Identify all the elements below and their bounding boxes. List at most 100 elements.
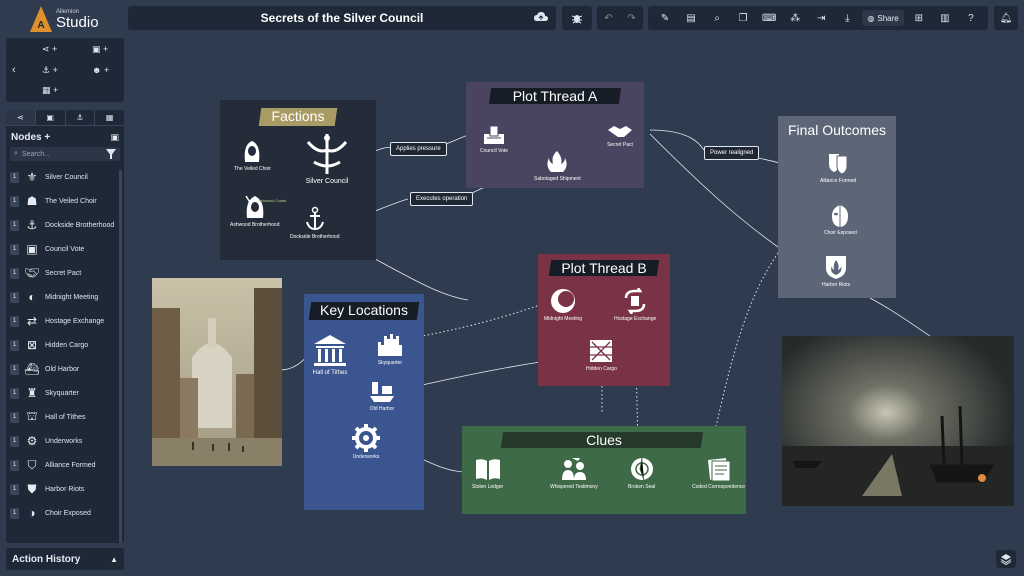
scrollbar[interactable] bbox=[119, 170, 122, 543]
sidebar-node-item[interactable]: 1⊠Hidden Cargo bbox=[6, 333, 124, 357]
sidebar-node-item[interactable]: 1◐Midnight Meeting bbox=[6, 285, 124, 309]
notifications-button[interactable]: 🔔︎ bbox=[994, 6, 1018, 30]
group-plot-thread-b[interactable]: Plot Thread B Midnight Meeting Hostage E… bbox=[538, 254, 670, 386]
node-whispered-testimony[interactable]: Whispered Testimony bbox=[550, 456, 598, 490]
node-sabotaged-shipment[interactable]: Sabotaged Shipment bbox=[534, 150, 581, 182]
node-label: The Veiled Choir bbox=[45, 197, 97, 205]
node-underworks[interactable]: Underworks bbox=[352, 424, 380, 460]
copy-icon[interactable]: ❐ bbox=[738, 12, 748, 24]
add-character-icon[interactable]: ☻ + bbox=[92, 65, 110, 75]
filter-icon[interactable] bbox=[106, 149, 116, 159]
node-choir-exposed[interactable]: Choir Exposed bbox=[824, 204, 857, 236]
node-veiled-choir[interactable]: The Veiled Choir bbox=[234, 140, 271, 172]
node-dockside-brotherhood[interactable]: Dockside Brotherhood bbox=[290, 206, 339, 240]
node-count-badge: 1 bbox=[10, 267, 19, 279]
edit-icon[interactable]: ✎ bbox=[660, 12, 670, 24]
node-label: Silver Council bbox=[45, 173, 88, 181]
sidebar-node-item[interactable]: 1⚜Silver Council bbox=[6, 165, 124, 189]
share-button[interactable]: ◍Share bbox=[862, 10, 904, 26]
shields-icon: ⛉ bbox=[27, 457, 37, 472]
project-title-bar[interactable]: Secrets of the Silver Council bbox=[128, 6, 556, 30]
node-ashwood-brotherhood[interactable]: Ashwood Brotherhood bbox=[230, 194, 279, 228]
logo-icon: A bbox=[30, 6, 52, 32]
book-icon[interactable]: ▥ bbox=[940, 12, 950, 24]
sidebar-node-item[interactable]: 1🤝︎Secret Pact bbox=[6, 261, 124, 285]
group-final-outcomes[interactable]: Final Outcomes Alliance Formed Choir Exp… bbox=[778, 116, 896, 298]
add-image-icon[interactable]: ▣ + bbox=[92, 44, 109, 54]
app-logo[interactable]: A Allemion Studio bbox=[30, 4, 130, 34]
tab-anchors[interactable]: ⚓︎ bbox=[66, 110, 96, 125]
edge-label-executes-operation[interactable]: Executes operation bbox=[410, 192, 474, 206]
download-icon[interactable]: ⤓ bbox=[845, 12, 850, 24]
export-icon[interactable]: ⇥ bbox=[817, 12, 826, 24]
node-coded-correspondence[interactable]: Coded Correspondence bbox=[692, 456, 745, 490]
edge-label-power-realigned[interactable]: Power realigned bbox=[704, 146, 760, 160]
bell-icon: 🔔︎ bbox=[999, 12, 1013, 24]
network-icon[interactable]: ⁂ bbox=[790, 12, 801, 24]
redo-icon[interactable]: ↷ bbox=[627, 12, 636, 24]
group-clues[interactable]: Clues Stolen Ledger Whispered Testimony … bbox=[462, 426, 746, 514]
sidebar-node-item[interactable]: 1☗The Veiled Choir bbox=[6, 189, 124, 213]
night-harbor-painting[interactable] bbox=[782, 336, 1014, 506]
sidebar-node-item[interactable]: 1⚙︎Underworks bbox=[6, 429, 124, 453]
group-plot-thread-a[interactable]: Plot Thread A Council Vote Secret Pact S… bbox=[466, 82, 644, 188]
story-canvas[interactable]: Factions The Veiled Choir Silver Council… bbox=[130, 34, 1024, 576]
layers-icon bbox=[1000, 554, 1012, 565]
group-factions[interactable]: Factions The Veiled Choir Silver Council… bbox=[220, 100, 376, 260]
tab-maps[interactable]: ▦ bbox=[105, 113, 114, 122]
wax-seal-icon bbox=[630, 457, 653, 481]
node-hostage-exchange[interactable]: Hostage Exchange bbox=[614, 288, 656, 322]
tab-images[interactable]: ▣ bbox=[36, 110, 66, 125]
city-street-painting[interactable] bbox=[152, 278, 282, 466]
node-hall-of-tithes[interactable]: Hall of Tithes bbox=[312, 332, 348, 376]
add-anchor-icon[interactable]: ⚓︎ + bbox=[42, 65, 58, 75]
node-council-vote[interactable]: Council Vote bbox=[480, 124, 508, 154]
search-icon[interactable]: ⌕ bbox=[714, 12, 720, 24]
node-alliance-formed[interactable]: Alliance Formed bbox=[820, 150, 856, 184]
node-harbor-riots[interactable]: Harbor Riots bbox=[822, 254, 850, 288]
node-stolen-ledger[interactable]: Stolen Ledger bbox=[472, 456, 503, 490]
table-icon[interactable]: ▤ bbox=[686, 12, 696, 24]
sidebar-node-item[interactable]: 1▣Council Vote bbox=[6, 237, 124, 261]
add-node-button[interactable]: + bbox=[44, 132, 51, 143]
edge-label-applies-pressure[interactable]: Applies pressure bbox=[390, 142, 447, 156]
node-old-harbor[interactable]: Old Harbor bbox=[368, 378, 396, 412]
node-skyquarter[interactable]: Skyquarter bbox=[376, 330, 404, 366]
sidebar-node-item[interactable]: 1⛴︎Old Harbor bbox=[6, 357, 124, 381]
exchange-icon: ⇄ bbox=[26, 314, 38, 328]
add-map-icon[interactable]: ▦ + bbox=[42, 85, 59, 95]
node-secret-pact[interactable]: Secret Pact bbox=[606, 122, 634, 148]
sidebar-node-item[interactable]: 1⚓︎Dockside Brotherhood bbox=[6, 213, 124, 237]
node-count-badge: 1 bbox=[10, 411, 19, 423]
help-icon[interactable]: ? bbox=[968, 12, 974, 24]
search-input[interactable]: ⌕ Search... bbox=[10, 147, 120, 161]
debug-button[interactable] bbox=[562, 6, 592, 30]
action-history-panel[interactable]: Action History ▲ bbox=[6, 548, 124, 570]
group-key-locations[interactable]: Key Locations Hall of Tithes Skyquarter … bbox=[304, 294, 424, 510]
image-view-icon[interactable]: ▣ bbox=[110, 132, 119, 142]
castle-icon: ♜ bbox=[26, 386, 38, 400]
node-broken-seal[interactable]: Broken Seal bbox=[628, 456, 655, 490]
collapse-chevron-icon[interactable]: ‹ bbox=[12, 64, 16, 76]
keyboard-icon[interactable]: ⌨ bbox=[761, 12, 777, 24]
add-relation-icon[interactable]: ⋖ + bbox=[42, 44, 58, 54]
sidebar-node-item[interactable]: 1⛉Alliance Formed bbox=[6, 453, 124, 477]
node-count-badge: 1 bbox=[10, 459, 19, 471]
sidebar-node-item[interactable]: 1⛊Harbor Riots bbox=[6, 477, 124, 501]
node-label: Council Vote bbox=[45, 245, 85, 253]
cloud-save-icon[interactable] bbox=[534, 11, 548, 23]
tab-relations[interactable]: ⋖ bbox=[6, 110, 36, 125]
node-silver-council[interactable]: Silver Council bbox=[304, 132, 350, 185]
node-midnight-meeting[interactable]: Midnight Meeting bbox=[544, 288, 582, 322]
caret-up-icon[interactable]: ▲ bbox=[110, 554, 118, 564]
sidebar-node-item[interactable]: 1♜Skyquarter bbox=[6, 381, 124, 405]
grid-icon[interactable]: ⊞ bbox=[914, 12, 923, 24]
sidebar-node-item[interactable]: 1⇄Hostage Exchange bbox=[6, 309, 124, 333]
layers-button[interactable] bbox=[996, 550, 1016, 568]
sidebar-node-item[interactable]: 1◑Choir Exposed bbox=[6, 501, 124, 525]
sidebar-node-item[interactable]: 1⛫Hall of Tithes bbox=[6, 405, 124, 429]
silver-council-icon: ⚜ bbox=[26, 170, 38, 184]
undo-icon[interactable]: ↶ bbox=[604, 12, 613, 24]
node-hidden-cargo[interactable]: Hidden Cargo bbox=[586, 338, 617, 372]
